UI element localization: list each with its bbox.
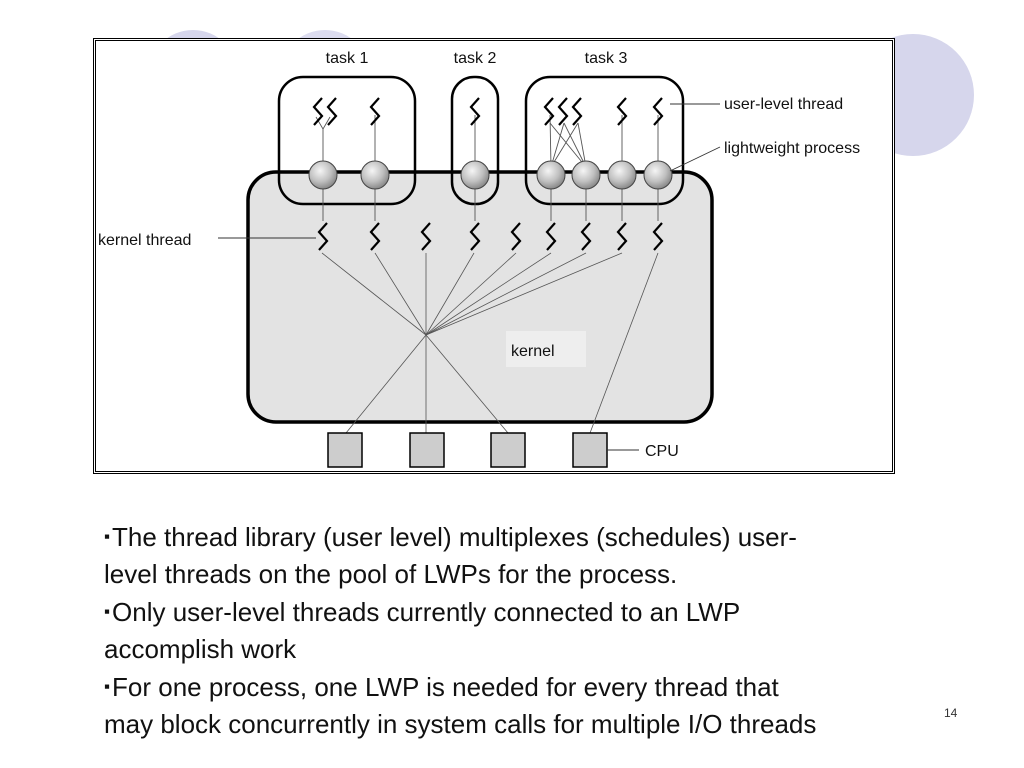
lwp-4 — [536, 160, 566, 190]
lwp-5 — [571, 160, 601, 190]
lwp-diagram: kernel task 1 task 2 task 3 — [98, 50, 860, 468]
user-thread-2 — [326, 97, 338, 126]
kernel-thread-label: kernel thread — [98, 232, 191, 249]
user-thread-3 — [369, 97, 381, 126]
bullet-3-line-1: ▪For one process, one LWP is needed for … — [104, 668, 974, 706]
lwp-7 — [643, 160, 673, 190]
kernel-thread-3 — [420, 222, 432, 251]
lwp-diagram-figure: kernel task 1 task 2 task 3 — [93, 38, 895, 474]
bullet-text: Only user-level threads currently connec… — [112, 597, 741, 627]
kernel-thread-6 — [545, 222, 557, 251]
task-3-box — [524, 75, 685, 206]
task-1-box — [277, 75, 417, 206]
callout-lines — [218, 103, 721, 451]
bullet-1-line-1: ▪The thread library (user level) multipl… — [104, 518, 974, 556]
user-thread-5 — [543, 97, 555, 126]
user-thread-9 — [652, 97, 664, 126]
kernel-label-background — [506, 331, 586, 367]
user-thread-8 — [616, 97, 628, 126]
user-thread-7 — [571, 97, 583, 126]
lwp-1 — [308, 160, 338, 190]
cpu-4 — [572, 432, 608, 468]
user-thread-1 — [312, 97, 324, 126]
user-level-threads — [312, 97, 664, 126]
cpu-label: CPU — [645, 443, 679, 460]
joined-threads-connector — [315, 116, 331, 130]
lwp-kernel-connectors — [322, 187, 659, 221]
page-number: 14 — [944, 706, 958, 720]
kernel-label: kernel — [511, 343, 555, 360]
lwp-6 — [607, 160, 637, 190]
bullet-2-line-1: ▪Only user-level threads currently conne… — [104, 593, 974, 631]
user-thread-connectors — [322, 114, 659, 168]
user-thread-4 — [469, 97, 481, 126]
kernel-thread-9 — [652, 222, 664, 251]
lwp-3 — [460, 160, 490, 190]
kernel-thread-5 — [510, 222, 522, 251]
bullet-marker-icon: ▪ — [104, 527, 111, 546]
cpu-3 — [490, 432, 526, 468]
cpu-2 — [409, 432, 445, 468]
bullet-list: ▪The thread library (user level) multipl… — [104, 518, 974, 743]
task-1-label: task 1 — [326, 50, 369, 67]
lightweight-processes — [308, 160, 673, 190]
task-3-label: task 3 — [585, 50, 628, 67]
task-2-label: task 2 — [454, 50, 497, 67]
bullet-2-line-2: accomplish work — [104, 634, 297, 664]
user-level-thread-label: user-level thread — [724, 96, 843, 113]
kernel-thread-7 — [580, 222, 592, 251]
lwp-2 — [360, 160, 390, 190]
kernel-thread-1 — [317, 222, 329, 251]
kernel-thread-8 — [616, 222, 628, 251]
scheduler-fan-lines — [321, 252, 659, 434]
cpu-1 — [327, 432, 363, 468]
kernel-thread-2 — [369, 222, 381, 251]
bullet-marker-icon: ▪ — [104, 677, 111, 696]
lightweight-process-label: lightweight process — [724, 140, 860, 157]
bullet-text: For one process, one LWP is needed for e… — [112, 672, 779, 702]
bullet-1-line-2: level threads on the pool of LWPs for th… — [104, 559, 678, 589]
bullet-3-line-2: may block concurrently in system calls f… — [104, 709, 817, 739]
kernel-threads — [317, 222, 664, 251]
bullet-text: The thread library (user level) multiple… — [112, 522, 797, 552]
bullet-marker-icon: ▪ — [104, 602, 111, 621]
kernel-thread-4 — [469, 222, 481, 251]
cpus — [327, 432, 608, 468]
user-thread-6 — [557, 97, 569, 126]
kernel-region — [246, 170, 714, 424]
